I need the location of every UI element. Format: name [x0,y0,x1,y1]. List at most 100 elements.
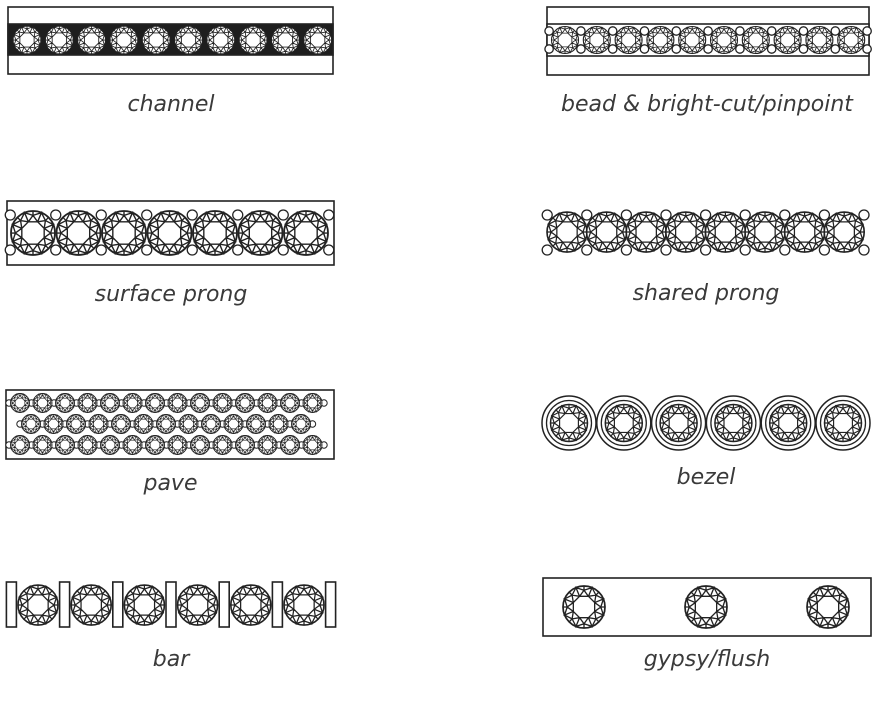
prong-icon [186,244,198,256]
round-brilliant-icon [122,435,143,455]
round-brilliant-icon [659,403,698,443]
round-brilliant-icon [546,211,588,253]
prong-icon [620,244,633,256]
bar-icon [324,581,337,628]
round-brilliant-icon [173,25,204,55]
prong-icon [699,209,712,221]
bead-icon [798,44,809,54]
prong-icon [141,209,153,221]
round-brilliant-icon [122,393,143,413]
gypsy-flush-setting-illustration [542,577,872,637]
round-brilliant-icon [17,584,59,626]
round-brilliant-icon [123,584,166,626]
bar-icon [58,581,71,628]
setting-label: bezel [676,465,736,490]
setting-label: pave [143,471,198,496]
round-brilliant-icon [805,25,834,55]
prong-icon [660,209,672,221]
bead-icon [862,44,872,54]
round-brilliant-icon [32,393,53,413]
prong-icon [739,244,751,256]
prong-icon [4,244,16,256]
round-brilliant-icon [783,211,826,253]
round-brilliant-icon [10,210,56,256]
prong-icon [277,209,289,221]
round-brilliant-icon [303,25,333,55]
bar-icon [165,581,177,628]
round-brilliant-icon [32,435,53,455]
round-brilliant-icon [684,585,728,629]
round-brilliant-icon [585,211,628,253]
bead-icon [544,26,554,36]
prong-icon [141,244,153,256]
prong-icon [699,244,712,256]
round-brilliant-icon [773,25,802,55]
bar-setting-illustration [5,581,337,628]
round-brilliant-icon [664,211,707,253]
bead-icon [766,26,777,36]
round-brilliant-icon [109,25,139,55]
prong-icon [541,209,553,221]
prong-icon [660,244,672,256]
round-brilliant-icon [549,403,589,443]
prong-icon [186,209,198,221]
round-brilliant-icon [302,393,323,413]
round-brilliant-icon [55,210,102,256]
round-brilliant-icon [806,585,850,629]
round-brilliant-icon [12,25,42,55]
round-brilliant-icon [145,435,165,455]
bead-icon [735,26,745,36]
round-brilliant-icon [100,435,120,455]
prong-icon [541,244,553,256]
bar-icon [5,581,18,628]
bar-icon [112,581,124,628]
bead-icon [830,44,841,54]
round-brilliant-icon [145,393,165,413]
round-brilliant-icon [714,403,753,443]
round-brilliant-icon [223,414,244,434]
bead-icon [607,44,618,54]
round-brilliant-icon [283,584,325,626]
round-brilliant-icon [562,585,606,629]
setting-label: shared prong [632,281,780,306]
round-brilliant-icon [604,403,644,443]
bead-icon [735,44,745,54]
round-brilliant-icon [141,25,171,55]
prong-icon [95,209,107,221]
prong-icon [323,244,335,256]
bead-icon [544,44,554,54]
round-brilliant-icon [237,210,284,256]
bead-icon [671,44,682,54]
setting-label: channel [127,92,215,117]
prong-icon [818,244,831,256]
round-brilliant-icon [212,435,233,455]
round-brilliant-icon [167,393,188,413]
round-brilliant-icon [70,584,113,626]
prong-icon [858,209,870,221]
round-brilliant-icon [270,25,300,55]
setting-label: bar [152,647,190,672]
round-brilliant-icon [10,393,30,413]
prong-icon [4,209,16,221]
prong-icon [779,244,791,256]
prong-icon [620,209,633,221]
round-brilliant-icon [235,435,255,455]
prong-icon [581,244,593,256]
round-brilliant-icon [43,414,64,434]
bead-icon [798,26,809,36]
round-brilliant-icon [235,393,255,413]
bead-icon [576,26,586,36]
round-brilliant-icon [744,211,786,253]
prong-icon [323,209,335,221]
round-brilliant-icon [101,210,147,256]
prong-icon [50,209,62,221]
round-brilliant-icon [678,25,707,55]
prong-icon [818,209,831,221]
round-brilliant-icon [550,25,580,55]
prong-icon [277,244,289,256]
bead-icon [607,26,618,36]
round-brilliant-icon [133,414,154,434]
prong-icon [50,244,62,256]
prong-icon [581,209,593,221]
surface-prong-setting-illustration [4,200,335,266]
